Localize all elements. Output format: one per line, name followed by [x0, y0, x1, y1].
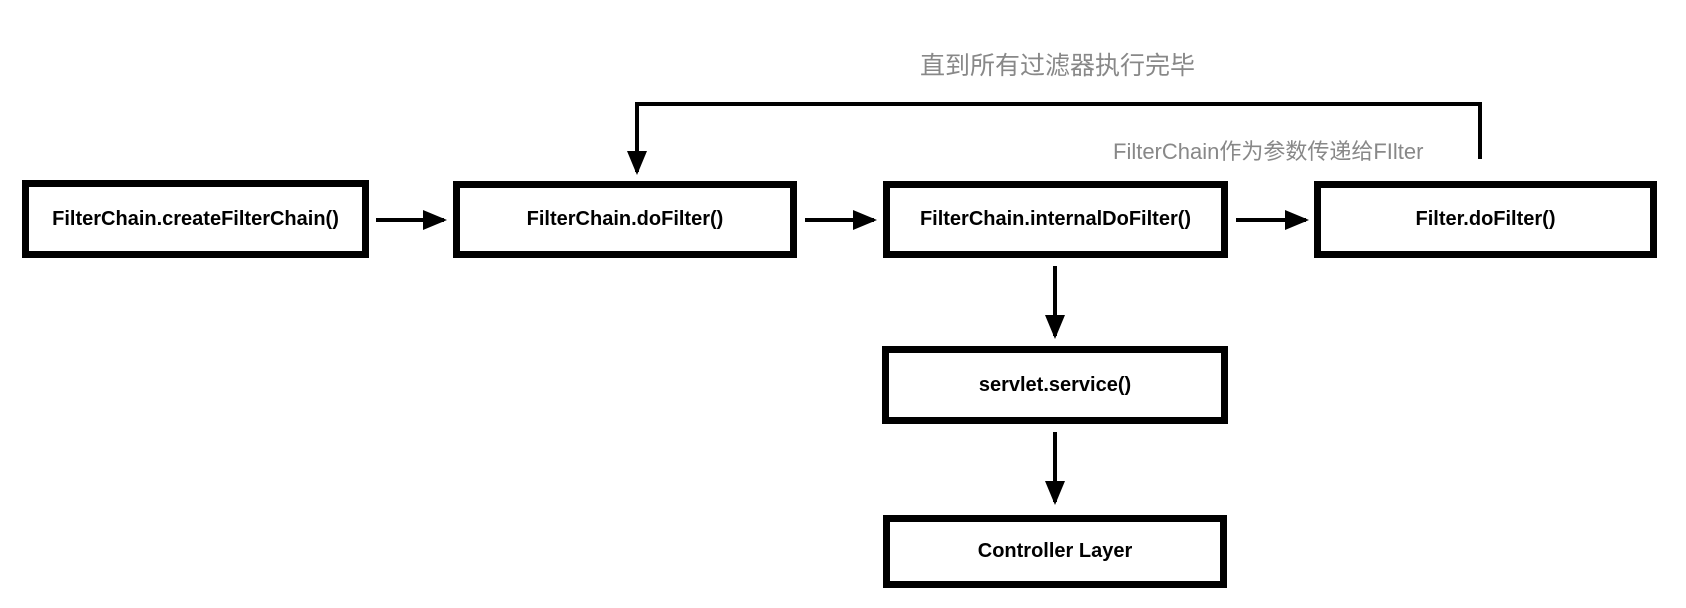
node-internal-dofilter: FilterChain.internalDoFilter() [883, 181, 1228, 258]
node-label: FilterChain.createFilterChain() [52, 207, 339, 230]
node-filter-dofilter: Filter.doFilter() [1314, 181, 1657, 258]
node-label: FilterChain.internalDoFilter() [919, 208, 1192, 230]
node-create-filter-chain: FilterChain.createFilterChain() [22, 180, 369, 258]
node-controller-layer: Controller Layer [883, 515, 1227, 588]
loopback-annotation: 直到所有过滤器执行完毕 [920, 52, 1196, 80]
node-label: Controller Layer [977, 540, 1133, 562]
node-servlet-service: servlet.service() [882, 346, 1228, 424]
node-filterchain-dofilter: FilterChain.doFilter() [453, 181, 797, 258]
node-label: Filter.doFilter() [1415, 208, 1556, 230]
node-label: FilterChain.doFilter() [526, 208, 724, 230]
node-label: servlet.service() [978, 373, 1132, 396]
param-passing-annotation: FilterChain作为参数传递给FIlter [1113, 139, 1424, 164]
